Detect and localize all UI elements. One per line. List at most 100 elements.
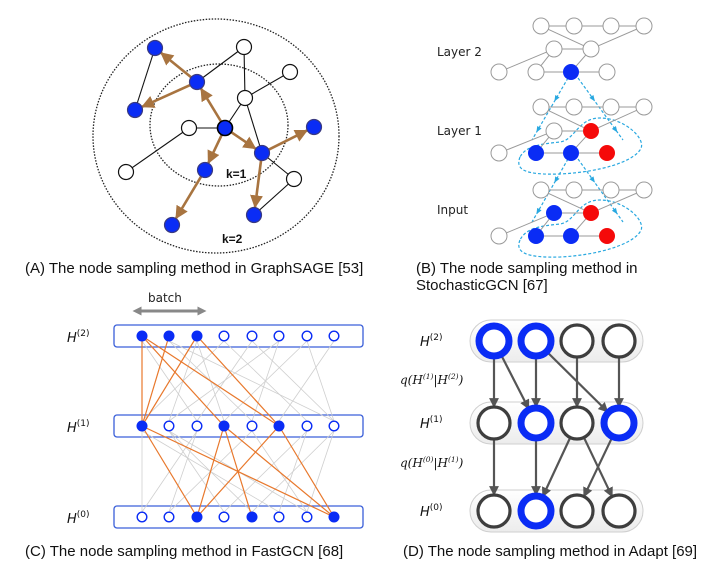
sampled-node	[546, 205, 562, 221]
svg-text:H(1): H(1)	[420, 415, 443, 432]
caption-b-line2: StochasticGCN [67]	[416, 277, 548, 294]
unsampled-node	[163, 420, 175, 432]
sampling-arrow	[582, 436, 614, 498]
sampled-node	[517, 322, 555, 360]
arrowhead	[589, 94, 595, 102]
sampling-region	[518, 117, 643, 175]
unsampled-node	[565, 181, 583, 199]
caption-c: (C) The node sampling method in FastGCN …	[25, 543, 343, 560]
arrowhead	[554, 176, 560, 183]
unsampled-node	[218, 511, 230, 523]
unsampled-node	[273, 511, 285, 523]
sampled-edge	[223, 425, 335, 518]
svg-text:H(2): H(2)	[420, 333, 443, 350]
panel-graphsage: k=1 k=2 (A) The node sampling method in …	[25, 18, 363, 277]
panel-stochasticgcn: Layer 2 Layer 1 Input (B) The node sampl…	[416, 17, 653, 294]
graph-edge	[253, 178, 295, 216]
sampled-node	[475, 322, 513, 360]
unsampled-node	[246, 420, 258, 432]
layer-label-h0: H(0)	[420, 503, 443, 520]
unsampled-node	[602, 181, 620, 199]
graph-edge	[548, 192, 584, 211]
unsampled-node	[490, 227, 508, 245]
unsampled-node	[328, 330, 340, 342]
sampled-edge	[141, 335, 225, 427]
arrowhead	[554, 94, 560, 102]
sampled-edge	[196, 335, 280, 427]
graph-edge	[244, 97, 263, 154]
historical-node	[583, 123, 599, 139]
sampled-edge	[141, 335, 280, 427]
unsampled-node	[602, 98, 620, 116]
svg-text:q(H(1)|H(2)): q(H(1)|H(2))	[400, 372, 464, 387]
historical-node	[599, 228, 615, 244]
hop-boundary-k2	[92, 18, 340, 254]
sampled-node	[246, 511, 258, 523]
sampling-arrow	[500, 354, 530, 410]
arrowhead	[611, 207, 618, 215]
layer-box	[113, 324, 364, 348]
layer-label-layer2: Layer 2	[437, 45, 482, 59]
sampled-node	[328, 511, 340, 523]
unsampled-node	[301, 420, 313, 432]
unsampled-edge	[251, 430, 335, 513]
graph-edge	[196, 46, 245, 83]
layer-label-h2: H(2)	[67, 329, 90, 346]
panel-adapt: H(2) H(1) H(0) q(H(1)|H(2)) q(H(0)|H(1))…	[400, 319, 697, 560]
layer-pill	[469, 489, 644, 533]
sampled-node	[126, 101, 144, 119]
caption-a: (A) The node sampling method in GraphSAG…	[25, 260, 363, 277]
layer-label-layer1: Layer 1	[437, 124, 482, 138]
unsampled-node	[527, 63, 545, 81]
layer-label-h2: H(2)	[420, 333, 443, 350]
sampled-node	[245, 206, 263, 224]
unsampled-node	[136, 511, 148, 523]
unsampled-node	[601, 493, 637, 529]
graph-edge	[548, 28, 584, 47]
svg-text:H(1): H(1)	[67, 419, 90, 436]
sampled-node	[253, 144, 271, 162]
dependency-arrow	[531, 77, 569, 141]
layer-label-input: Input	[437, 203, 468, 217]
hop-label-k2: k=2	[222, 232, 243, 246]
graph-edge	[506, 215, 547, 234]
hop-label-k1: k=1	[226, 167, 247, 181]
sampled-node	[305, 118, 323, 136]
panel-fastgcn: batch H(2) H(1) H(0) (C) The node sampli…	[25, 291, 364, 560]
sampled-edge-arrow	[200, 87, 223, 124]
sampled-node	[163, 330, 175, 342]
unsampled-node	[532, 17, 550, 35]
unsampled-edge	[306, 340, 335, 422]
sampled-node	[136, 330, 148, 342]
graph-edge	[540, 136, 550, 148]
unsampled-node	[328, 420, 340, 432]
unsampled-node	[235, 38, 253, 56]
unsampled-node	[532, 181, 550, 199]
unsampled-edge	[168, 430, 225, 513]
unsampled-node	[635, 17, 653, 35]
sampled-node	[517, 492, 555, 530]
unsampled-node	[545, 122, 563, 140]
dependency-arrow	[577, 158, 624, 223]
sampled-node	[528, 228, 544, 244]
sampled-edge	[141, 335, 198, 427]
unsampled-node	[218, 330, 230, 342]
proposal-label-q1: q(H(1)|H(2))	[400, 372, 464, 387]
historical-node	[583, 205, 599, 221]
unsampled-node	[476, 493, 512, 529]
unsampled-node	[635, 181, 653, 199]
unsampled-node	[635, 98, 653, 116]
sampled-node	[191, 330, 203, 342]
graph-edge	[243, 46, 246, 99]
sampled-edge-arrow	[141, 83, 193, 108]
unsampled-node	[285, 170, 303, 188]
graph-edge	[598, 28, 637, 47]
proposal-label-q0: q(H(0)|H(1))	[400, 455, 464, 470]
unsampled-edge	[278, 340, 335, 422]
sampled-node	[196, 161, 214, 179]
arrowhead	[536, 125, 542, 133]
unsampled-node	[281, 63, 299, 81]
svg-text:H(0): H(0)	[67, 510, 90, 527]
layer-label-h1: H(1)	[67, 419, 90, 436]
